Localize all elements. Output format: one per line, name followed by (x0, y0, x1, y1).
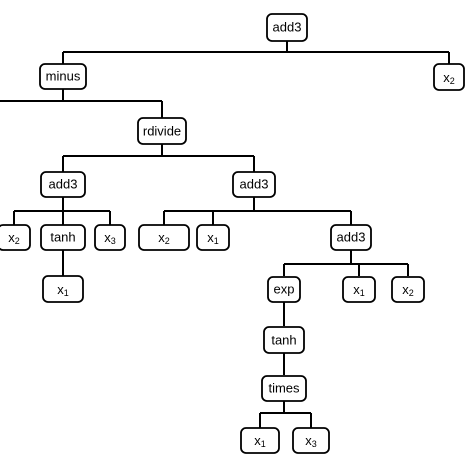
node-exp: exp (267, 276, 301, 303)
node-x1-d: x1 (240, 427, 280, 454)
node-label: add3 (240, 177, 269, 192)
node-tanh-b: tanh (263, 326, 305, 354)
node-x2-b: x2 (138, 224, 190, 251)
node-label: x3 (104, 230, 116, 247)
node-add3-right: add3 (232, 171, 276, 198)
node-times: times (261, 375, 307, 402)
edge-times (259, 400, 312, 428)
node-root: add3 (266, 13, 308, 42)
node-label: tanh (271, 333, 296, 348)
node-label: x1 (207, 230, 219, 247)
node-x2-c: x2 (391, 276, 425, 303)
node-label: rdivide (143, 124, 181, 139)
node-label: exp (274, 282, 295, 297)
tree-edges (0, 40, 450, 428)
node-label: add3 (49, 177, 78, 192)
node-label: add3 (273, 20, 302, 35)
node-label: times (268, 381, 300, 396)
node-x3-d: x3 (292, 427, 330, 454)
node-label: x3 (305, 433, 317, 450)
node-add3-left: add3 (40, 171, 86, 198)
node-label: x1 (353, 282, 365, 299)
node-label: tanh (50, 230, 75, 245)
node-label: add3 (337, 230, 366, 245)
edge-add3-right (163, 196, 352, 225)
node-minus: minus (39, 63, 87, 90)
edge-add3-inner (283, 250, 409, 276)
node-x1-b: x1 (196, 224, 230, 251)
node-label: x2 (158, 230, 170, 247)
edge-minus (0, 88, 163, 118)
node-x2-a: x2 (0, 224, 31, 251)
node-x1-a: x1 (42, 275, 84, 303)
node-label: x2 (8, 230, 20, 247)
node-label: x2 (443, 70, 455, 87)
node-label: x2 (402, 282, 414, 299)
node-x1-c: x1 (342, 276, 376, 303)
edge-rdivide (62, 144, 255, 172)
node-rdivide: rdivide (137, 117, 187, 145)
node-x2-top: x2 (433, 63, 465, 91)
node-label: x1 (57, 282, 69, 299)
node-add3-inner: add3 (330, 224, 372, 251)
node-label: minus (46, 69, 81, 84)
edge-root (62, 40, 450, 64)
node-x3-a: x3 (94, 224, 126, 251)
node-label: x1 (254, 433, 266, 450)
edge-add3-left (13, 196, 111, 225)
node-tanh-a: tanh (40, 224, 86, 251)
